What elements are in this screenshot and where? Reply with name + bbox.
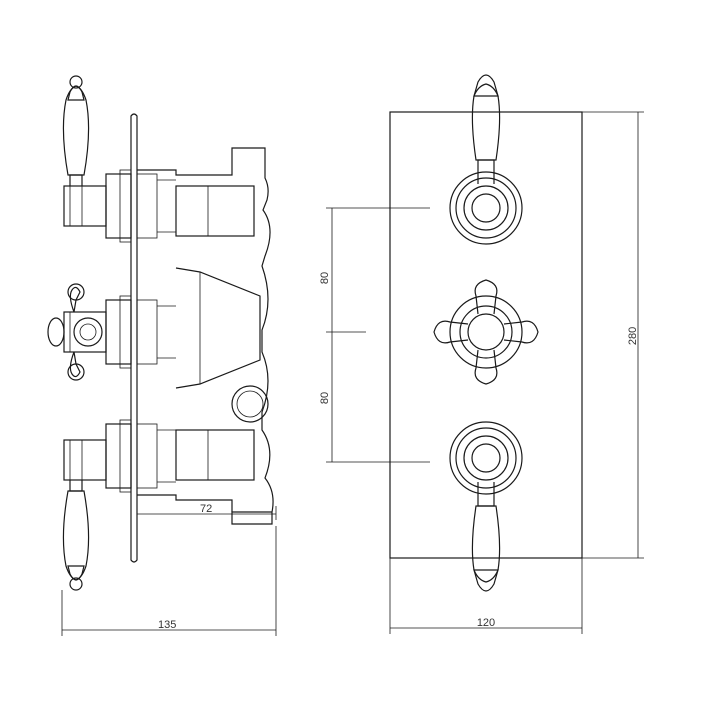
dimension-280: 280 (582, 111, 644, 559)
dimension-label-135: 135 (158, 619, 176, 631)
dimension-label-80-lower: 80 (319, 392, 331, 404)
side-view: 72 135 (47, 75, 277, 636)
front-view: 80 80 280 120 (319, 74, 644, 634)
front-face-plate (389, 111, 583, 559)
side-wall-plate (130, 113, 138, 563)
side-outlet-port (231, 385, 269, 423)
front-control-bottom (449, 421, 523, 592)
front-control-middle (433, 279, 539, 385)
dimension-label-80-upper: 80 (319, 272, 331, 284)
side-spindle-middle (105, 295, 176, 369)
side-cross-handle (47, 283, 107, 381)
dimension-72: 72 (136, 500, 277, 520)
dimension-label-280: 280 (627, 327, 639, 345)
side-valve-body (137, 147, 274, 525)
dimension-label-120: 120 (477, 617, 495, 629)
side-lever-handle-top (62, 75, 107, 227)
side-spindle-bottom (105, 419, 176, 493)
dimension-120: 120 (389, 558, 583, 634)
dimension-spacing: 80 80 (319, 207, 430, 463)
side-spindle-top (105, 169, 176, 243)
dimension-label-72: 72 (200, 503, 212, 515)
dimension-135: 135 (61, 526, 277, 636)
front-control-top (449, 74, 523, 245)
side-lever-handle-bottom (62, 439, 107, 591)
